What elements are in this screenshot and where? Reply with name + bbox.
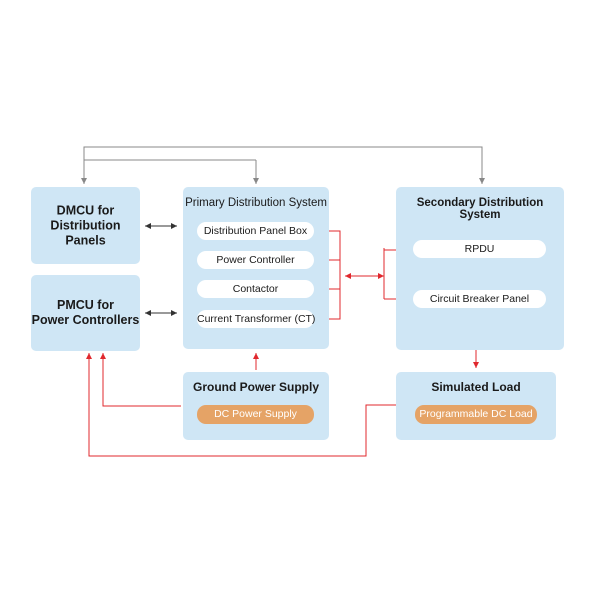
primary-distribution-title: Primary Distribution System [185,197,327,209]
current-transformer-pill: Current Transformer (CT) [197,310,315,328]
pmcu-title-line1: PMCU for [57,298,114,312]
bus-to-secondary [83,146,485,184]
power-controller-pill: Power Controller [197,251,314,269]
secondary-distribution-box: Secondary Distribution System [396,187,564,350]
pmcu-title-line2: Power Controllers [31,313,140,327]
black-links [145,223,177,316]
dmcu-title-line1: DMCU for [56,203,115,217]
pmcu-box: PMCU for Power Controllers [31,275,140,351]
programmable-dc-load-pill: Programmable DC Load [415,405,537,424]
gray-bus [81,146,485,184]
distribution-panel-box-pill: Distribution Panel Box [197,222,314,240]
dc-power-supply-pill: DC Power Supply [197,405,314,424]
dmcu-box: DMCU for Distribution Panels [31,187,140,264]
dc-supply-to-pmcu [100,353,181,407]
dmcu-title: DMCU for Distribution Panels [31,203,140,248]
load-to-pmcu [86,353,410,457]
rpdu-pill: RPDU [413,240,546,258]
dmcu-title-line2: Distribution Panels [50,218,121,247]
secondary-distribution-title: Secondary Distribution System [416,197,544,221]
pmcu-title: PMCU for Power Controllers [31,298,140,328]
contactor-pill: Contactor [197,280,314,298]
circuit-breaker-panel-pill: Circuit Breaker Panel [413,290,546,308]
simulated-load-title: Simulated Load [431,380,521,394]
ground-power-supply-title: Ground Power Supply [192,380,319,394]
